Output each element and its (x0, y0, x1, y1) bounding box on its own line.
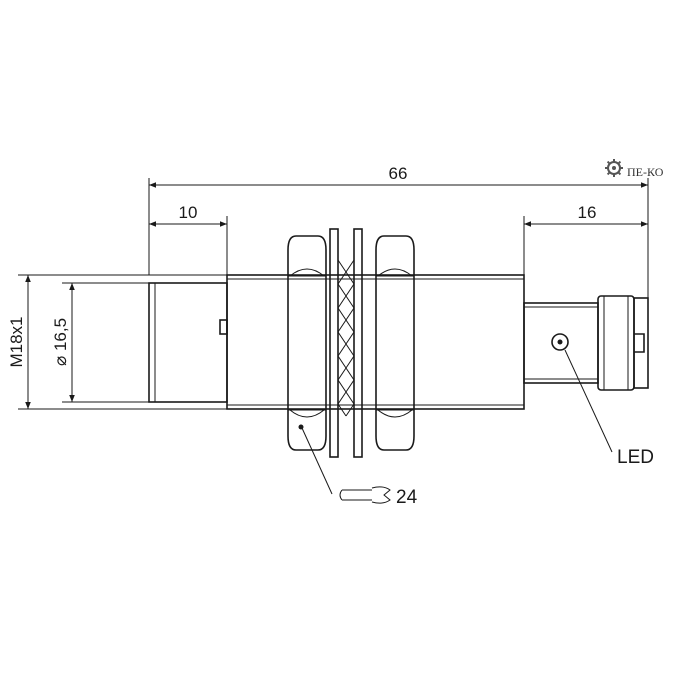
logo-text: ПЕ-КО (627, 165, 664, 179)
lock-washer-left (329, 228, 347, 458)
led-label: LED (617, 447, 654, 468)
dimension-diameter-label: ⌀ 16,5 (51, 318, 70, 366)
dimension-thread-label: M18x1 (7, 316, 26, 367)
nut-left (287, 235, 327, 451)
wrench-callout: 24 (301, 427, 418, 508)
dimension-connector: 16 (523, 203, 648, 275)
gear-icon (605, 159, 623, 177)
nut-right (375, 235, 415, 451)
lock-washer-right (345, 228, 363, 458)
led-indicator: LED (551, 333, 654, 468)
wrench-icon (339, 486, 391, 504)
dimension-overall-label: 66 (389, 164, 408, 183)
logo: ПЕ-КО (605, 159, 664, 179)
wrench-size-label: 24 (396, 487, 418, 508)
dimension-front-label: 10 (179, 203, 198, 222)
dimension-overall: 66 (148, 164, 649, 298)
dimension-front: 10 (149, 203, 228, 275)
sensor-body (148, 274, 649, 410)
dimension-thread: M18x1 (7, 274, 227, 410)
dimension-connector-label: 16 (578, 203, 597, 222)
dimension-diameter: ⌀ 16,5 (51, 282, 150, 403)
